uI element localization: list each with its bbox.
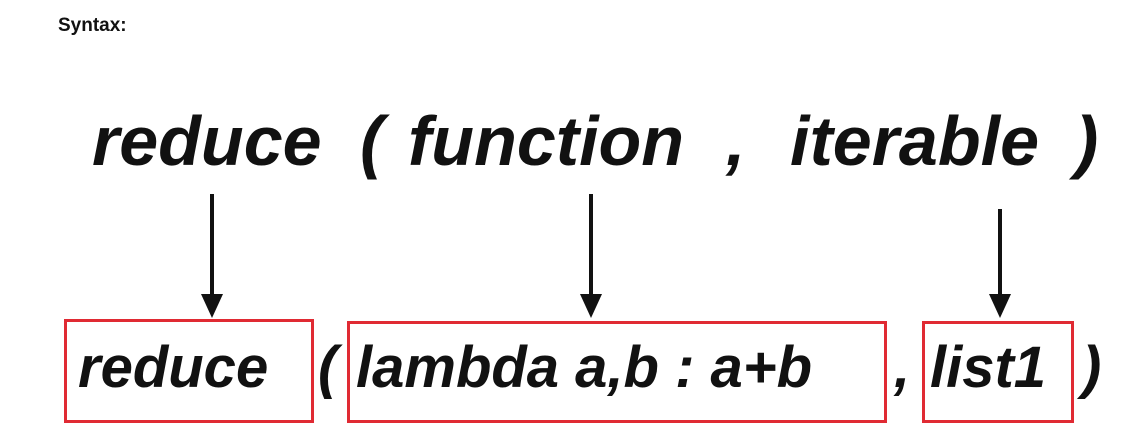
syntax-open-paren: ( — [360, 102, 384, 180]
arrow-iterable — [989, 209, 1011, 318]
arrow-function — [580, 194, 602, 318]
syntax-close-paren: ) — [1075, 102, 1099, 180]
example-close-paren: ) — [1082, 335, 1102, 400]
reduce-highlight-box — [64, 319, 314, 423]
arrow-reduce — [201, 194, 223, 318]
example-comma: , — [894, 335, 911, 400]
list-highlight-box — [922, 321, 1074, 423]
lambda-highlight-box — [347, 321, 887, 423]
example-open-paren: ( — [318, 335, 338, 400]
example-function-name: reduce — [78, 335, 269, 400]
example-lambda-expression: lambda a,b : a+b — [356, 335, 813, 400]
syntax-iterable-param: iterable — [790, 102, 1039, 180]
example-iterable-arg: list1 — [930, 335, 1047, 400]
syntax-heading: Syntax: — [58, 15, 127, 36]
syntax-function-param: function — [408, 102, 685, 180]
syntax-function-name: reduce — [92, 102, 322, 180]
syntax-comma: , — [726, 102, 746, 180]
